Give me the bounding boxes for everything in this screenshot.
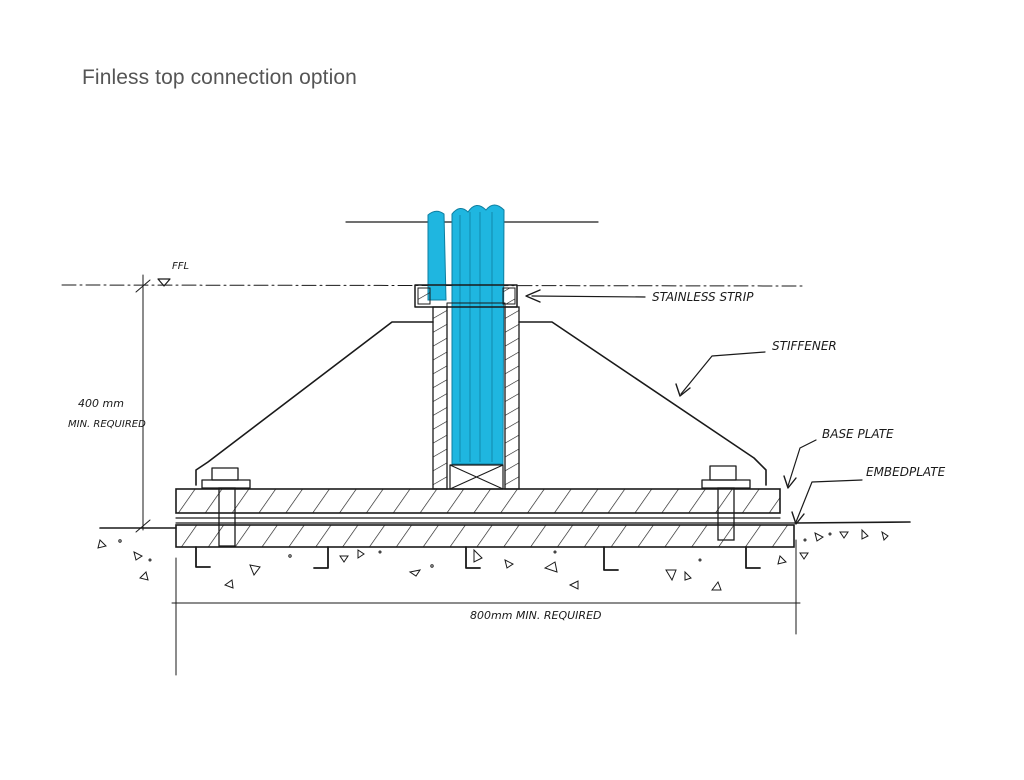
leader-stiffener <box>675 351 766 397</box>
height-label-value: 400 mm <box>78 397 124 410</box>
stiffener-right <box>518 321 767 486</box>
glass-panels <box>427 204 505 465</box>
stiffener-label: STIFFENER <box>772 339 837 353</box>
stiffener-left <box>195 321 434 486</box>
height-label-req: MIN. REQUIRED <box>68 419 146 430</box>
embed-plate-label: EMBEDPLATE <box>866 465 946 479</box>
base-plate <box>175 488 781 514</box>
leader-stainless-strip <box>525 289 646 303</box>
leader-embed-plate <box>791 479 863 525</box>
concrete-surface <box>99 521 911 529</box>
leader-base-plate <box>783 439 817 489</box>
ffl-label: FFL <box>172 261 189 272</box>
stainless-strip <box>414 284 518 308</box>
base-plate-label: BASE PLATE <box>822 427 894 441</box>
concrete-aggregate <box>97 528 889 591</box>
page-title: Finless top connection option <box>82 66 357 89</box>
channel <box>432 302 520 490</box>
height-dimension <box>135 274 151 533</box>
width-dimension <box>171 539 801 676</box>
width-label: 800mm MIN. REQUIRED <box>470 609 602 622</box>
stainless-strip-label: STAINLESS STRIP <box>652 290 754 304</box>
anchors <box>195 546 761 571</box>
embed-plate <box>175 524 795 548</box>
